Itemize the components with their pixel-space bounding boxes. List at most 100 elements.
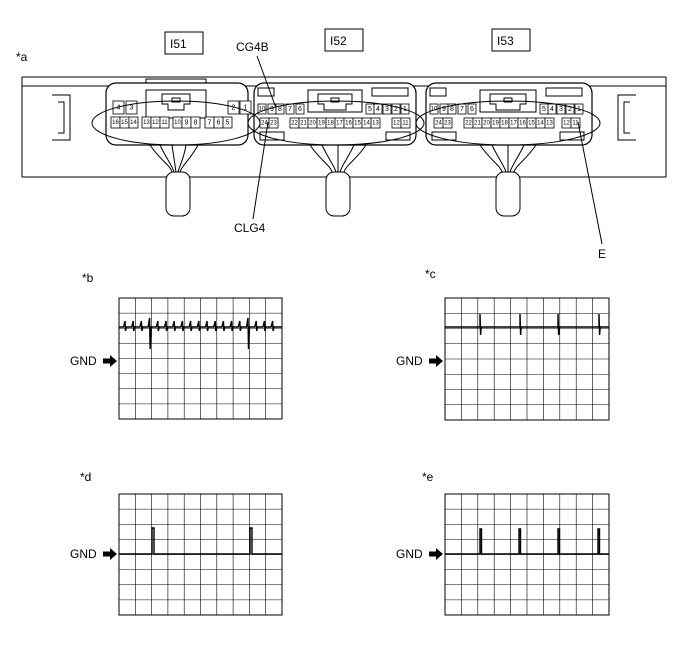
gnd-label: GND bbox=[70, 547, 97, 561]
i53-pin-12: 12 bbox=[561, 117, 572, 129]
i52-pin-3: 3 bbox=[382, 103, 392, 115]
i51-pin-7: 7 bbox=[204, 116, 215, 129]
pin-number: 23 bbox=[444, 121, 451, 127]
pin-number: 2 bbox=[394, 106, 398, 113]
i52-pin-18: 18 bbox=[325, 117, 336, 129]
pin-number: 15 bbox=[121, 120, 128, 126]
i52-pin-11: 11 bbox=[400, 117, 411, 129]
scope-waveform bbox=[119, 527, 282, 555]
i53-pin-14: 14 bbox=[535, 117, 546, 129]
pin-number: 20 bbox=[483, 121, 490, 127]
i53-pin-16: 16 bbox=[517, 117, 528, 129]
i51-pin-2: 2 bbox=[227, 100, 240, 115]
pin-number: 5 bbox=[226, 120, 230, 127]
right-clip bbox=[617, 94, 636, 141]
i51-pin-13: 13 bbox=[141, 116, 152, 129]
pin-number: 22 bbox=[465, 121, 472, 127]
pin-number: 11 bbox=[161, 120, 168, 126]
i53-pin-7: 7 bbox=[457, 103, 467, 115]
scope-waveform bbox=[445, 528, 609, 555]
pin-number: 3 bbox=[559, 106, 563, 113]
i51-pin-16: 16 bbox=[110, 116, 121, 129]
scope-waveform bbox=[445, 313, 609, 336]
i53-name-box bbox=[491, 28, 531, 52]
pin-number: 20 bbox=[309, 121, 316, 127]
pin-number: 6 bbox=[470, 106, 474, 113]
pin-number: 6 bbox=[298, 106, 302, 113]
pin-number: 17 bbox=[336, 121, 343, 127]
gnd-arrow-icon bbox=[429, 548, 443, 560]
gnd-arrow-icon bbox=[103, 355, 117, 367]
pin-number: 4 bbox=[376, 106, 380, 113]
i52-pin-21: 21 bbox=[298, 117, 309, 129]
i53-pin-11: 11 bbox=[570, 117, 581, 129]
i51-pin-6: 6 bbox=[213, 116, 224, 129]
pin-number: 14 bbox=[130, 120, 137, 126]
i53-pin-9: 9 bbox=[439, 103, 449, 115]
pin-number: 5 bbox=[368, 106, 372, 113]
i52-pin-10: 10 bbox=[257, 103, 267, 115]
pin-number: 9 bbox=[442, 106, 446, 113]
pin-number: 3 bbox=[130, 105, 134, 112]
pin-number: 16 bbox=[519, 121, 526, 127]
pin-number: 23 bbox=[270, 121, 277, 127]
i52-pin-2: 2 bbox=[391, 103, 401, 115]
i53-pin-21: 21 bbox=[472, 117, 483, 129]
pin-number: 3 bbox=[385, 106, 389, 113]
i53-pin-22: 22 bbox=[463, 117, 474, 129]
i52-pin-20: 20 bbox=[307, 117, 318, 129]
i53-pin-20: 20 bbox=[481, 117, 492, 129]
left-clip bbox=[52, 94, 71, 141]
pin-number: 15 bbox=[354, 121, 361, 127]
i52-pin-12: 12 bbox=[391, 117, 402, 129]
pin-number: 21 bbox=[300, 121, 307, 127]
i53-pin-17: 17 bbox=[508, 117, 519, 129]
scope-grid bbox=[445, 298, 609, 420]
i51-pin-15: 15 bbox=[119, 116, 130, 129]
pin-number: 10 bbox=[259, 107, 266, 113]
i52-pin-7: 7 bbox=[285, 103, 295, 115]
i51-pin-3: 3 bbox=[125, 100, 138, 115]
panel-label-d: *d bbox=[80, 470, 91, 484]
pin-number: 13 bbox=[546, 121, 553, 127]
pin-number: 12 bbox=[563, 121, 570, 127]
pin-number: 9 bbox=[185, 120, 189, 127]
pin-number: 24 bbox=[435, 121, 442, 127]
pin-number: 2 bbox=[568, 106, 572, 113]
i52-pin-19: 19 bbox=[316, 117, 327, 129]
i51-pin-12: 12 bbox=[150, 116, 161, 129]
i53-pin-18: 18 bbox=[499, 117, 510, 129]
i51-pin-8: 8 bbox=[190, 116, 201, 129]
i53-pin-24: 24 bbox=[433, 117, 444, 129]
pin-number: 19 bbox=[318, 121, 325, 127]
callout-e: E bbox=[598, 247, 606, 261]
pin-number: 16 bbox=[112, 120, 119, 126]
pin-number: 8 bbox=[194, 120, 198, 127]
i51-name: I51 bbox=[170, 37, 187, 51]
pin-number: 6 bbox=[217, 120, 221, 127]
callout-e-leader bbox=[577, 121, 603, 245]
pin-number: 22 bbox=[291, 121, 298, 127]
i53-pin-3: 3 bbox=[556, 103, 566, 115]
pin-number: 18 bbox=[327, 121, 334, 127]
pin-number: 13 bbox=[372, 121, 379, 127]
i52-name: I52 bbox=[330, 34, 347, 48]
gnd-label: GND bbox=[396, 547, 423, 561]
i51-pin-11: 11 bbox=[159, 116, 170, 129]
scope-grid bbox=[119, 298, 282, 419]
pin-number: 8 bbox=[278, 106, 282, 113]
wire-harness-bundles bbox=[149, 144, 537, 217]
pin-number: 1 bbox=[244, 105, 248, 112]
i52-pin-4: 4 bbox=[373, 103, 383, 115]
i52-pin-14: 14 bbox=[361, 117, 372, 129]
i51-pin-10: 10 bbox=[172, 116, 183, 129]
i53-pin-2: 2 bbox=[565, 103, 575, 115]
i52-pin-6: 6 bbox=[295, 103, 305, 115]
i52-pin-22: 22 bbox=[289, 117, 300, 129]
pin-number: 10 bbox=[174, 120, 181, 126]
pin-number: 13 bbox=[143, 120, 150, 126]
pin-number: 11 bbox=[572, 121, 579, 127]
